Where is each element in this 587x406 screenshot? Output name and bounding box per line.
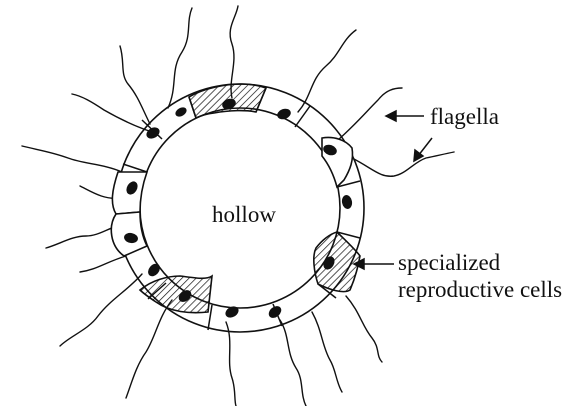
- flagellum: [168, 8, 192, 108]
- flagellum: [22, 146, 122, 172]
- flagellum: [80, 256, 126, 272]
- reproductive-cell: [314, 232, 360, 292]
- flagellum: [72, 94, 152, 132]
- reproductive-label-line1: specialized: [398, 250, 501, 275]
- flagellum: [60, 274, 142, 346]
- reproductive-label-line2: reproductive cells: [398, 277, 562, 302]
- flagellum: [298, 30, 356, 112]
- reproductive-cell: [140, 276, 212, 313]
- flagellum: [346, 296, 382, 362]
- hollow-label: hollow: [212, 202, 276, 227]
- flagella-label: flagella: [430, 104, 499, 129]
- flagellum: [126, 300, 172, 398]
- flagellum: [352, 152, 454, 176]
- label-arrows: [354, 111, 432, 269]
- protruding-cells: [111, 137, 352, 256]
- flagellum: [226, 322, 236, 406]
- flagellum: [312, 312, 342, 392]
- flagellum: [280, 320, 306, 406]
- flagellum: [120, 46, 150, 124]
